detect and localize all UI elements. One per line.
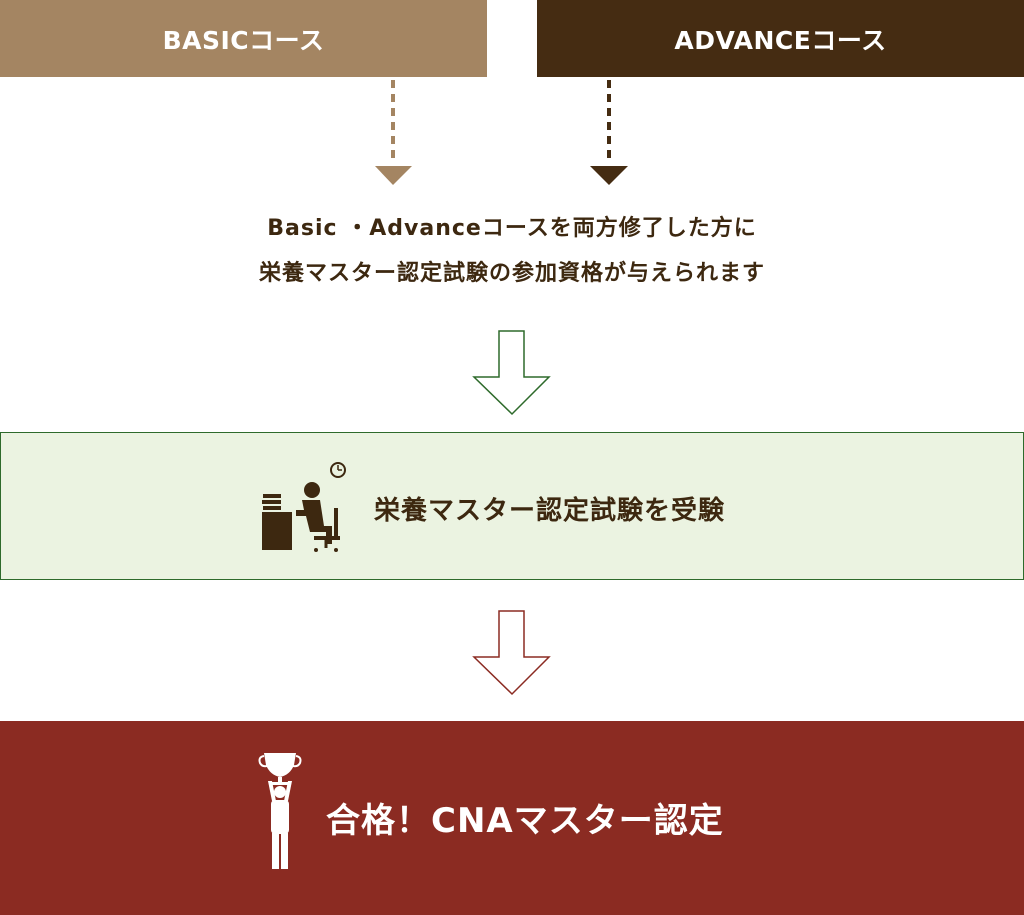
advance-course-box: ADVANCEコース [537, 0, 1024, 77]
certification-result-label: 合格！CNAマスター認定 [326, 801, 724, 841]
eligibility-text-line-1: Basic ・Advanceコースを両方修了した方に [267, 216, 757, 241]
basic-dotted-arrow [375, 80, 412, 185]
basic-course-box: BASICコース [0, 0, 487, 77]
advance-course-label: ADVANCEコース [674, 25, 887, 55]
certification-result-box [0, 721, 1024, 915]
exam-desk-icon [262, 462, 346, 552]
advance-dotted-arrow [590, 80, 628, 185]
eligibility-text-line-2: 栄養マスター認定試験の参加資格が与えられます [258, 261, 765, 286]
exam-step-box [0, 432, 1024, 580]
exam-step-label: 栄養マスター認定試験を受験 [374, 496, 726, 526]
down-arrow-red [472, 610, 551, 696]
down-arrow-green [472, 330, 551, 416]
trophy-person-icon [258, 753, 302, 869]
basic-course-label: BASICコース [162, 25, 325, 55]
